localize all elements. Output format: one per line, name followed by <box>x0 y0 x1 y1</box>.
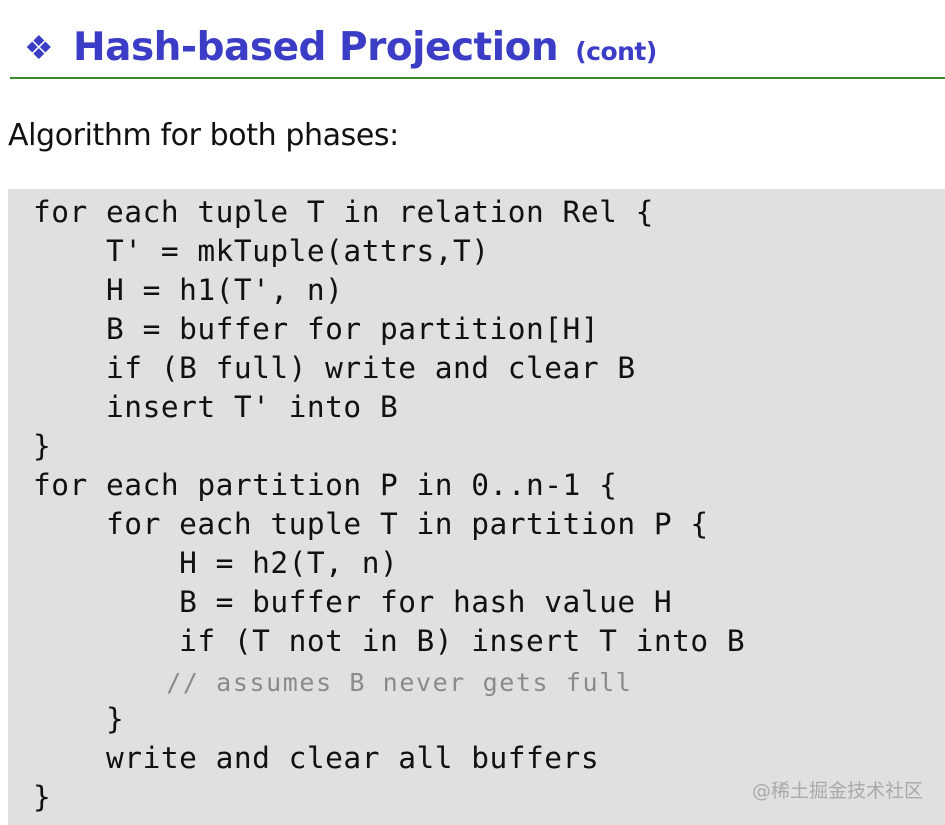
slide-title-text: Hash-based Projection <box>73 25 559 70</box>
code-comment-line: // assumes B never gets full <box>33 668 633 697</box>
code-line: write and clear all buffers <box>33 741 600 775</box>
code-line: if (B full) write and clear B <box>33 351 636 385</box>
slide-title-bar: ❖ Hash-based Projection (cont) <box>10 22 945 78</box>
code-line: } <box>33 702 125 736</box>
code-line: for each partition P in 0..n-1 { <box>33 468 618 502</box>
code-line: B = buffer for hash value H <box>33 585 673 619</box>
code-line: for each tuple T in partition P { <box>33 507 709 541</box>
slide-title: Hash-based Projection (cont) <box>73 24 657 76</box>
slide-title-suffix: (cont) <box>575 37 657 66</box>
code-line: T' = mkTuple(attrs,T) <box>33 234 490 268</box>
title-underline <box>10 77 945 79</box>
watermark: @稀土掘金技术社区 <box>751 780 923 802</box>
code-block: for each tuple T in relation Rel { T' = … <box>8 189 945 825</box>
code-line: for each tuple T in relation Rel { <box>33 195 654 229</box>
code-line: if (T not in B) insert T into B <box>33 624 746 658</box>
code-line: H = h2(T, n) <box>33 546 399 580</box>
intro-text: Algorithm for both phases: <box>8 118 399 153</box>
code-line: B = buffer for partition[H] <box>33 312 600 346</box>
code-line: } <box>33 429 52 463</box>
code-line: insert T' into B <box>33 390 399 424</box>
code-line: H = h1(T', n) <box>33 273 344 307</box>
code-line: } <box>33 780 52 814</box>
diamond-bullet-icon: ❖ <box>24 28 54 67</box>
